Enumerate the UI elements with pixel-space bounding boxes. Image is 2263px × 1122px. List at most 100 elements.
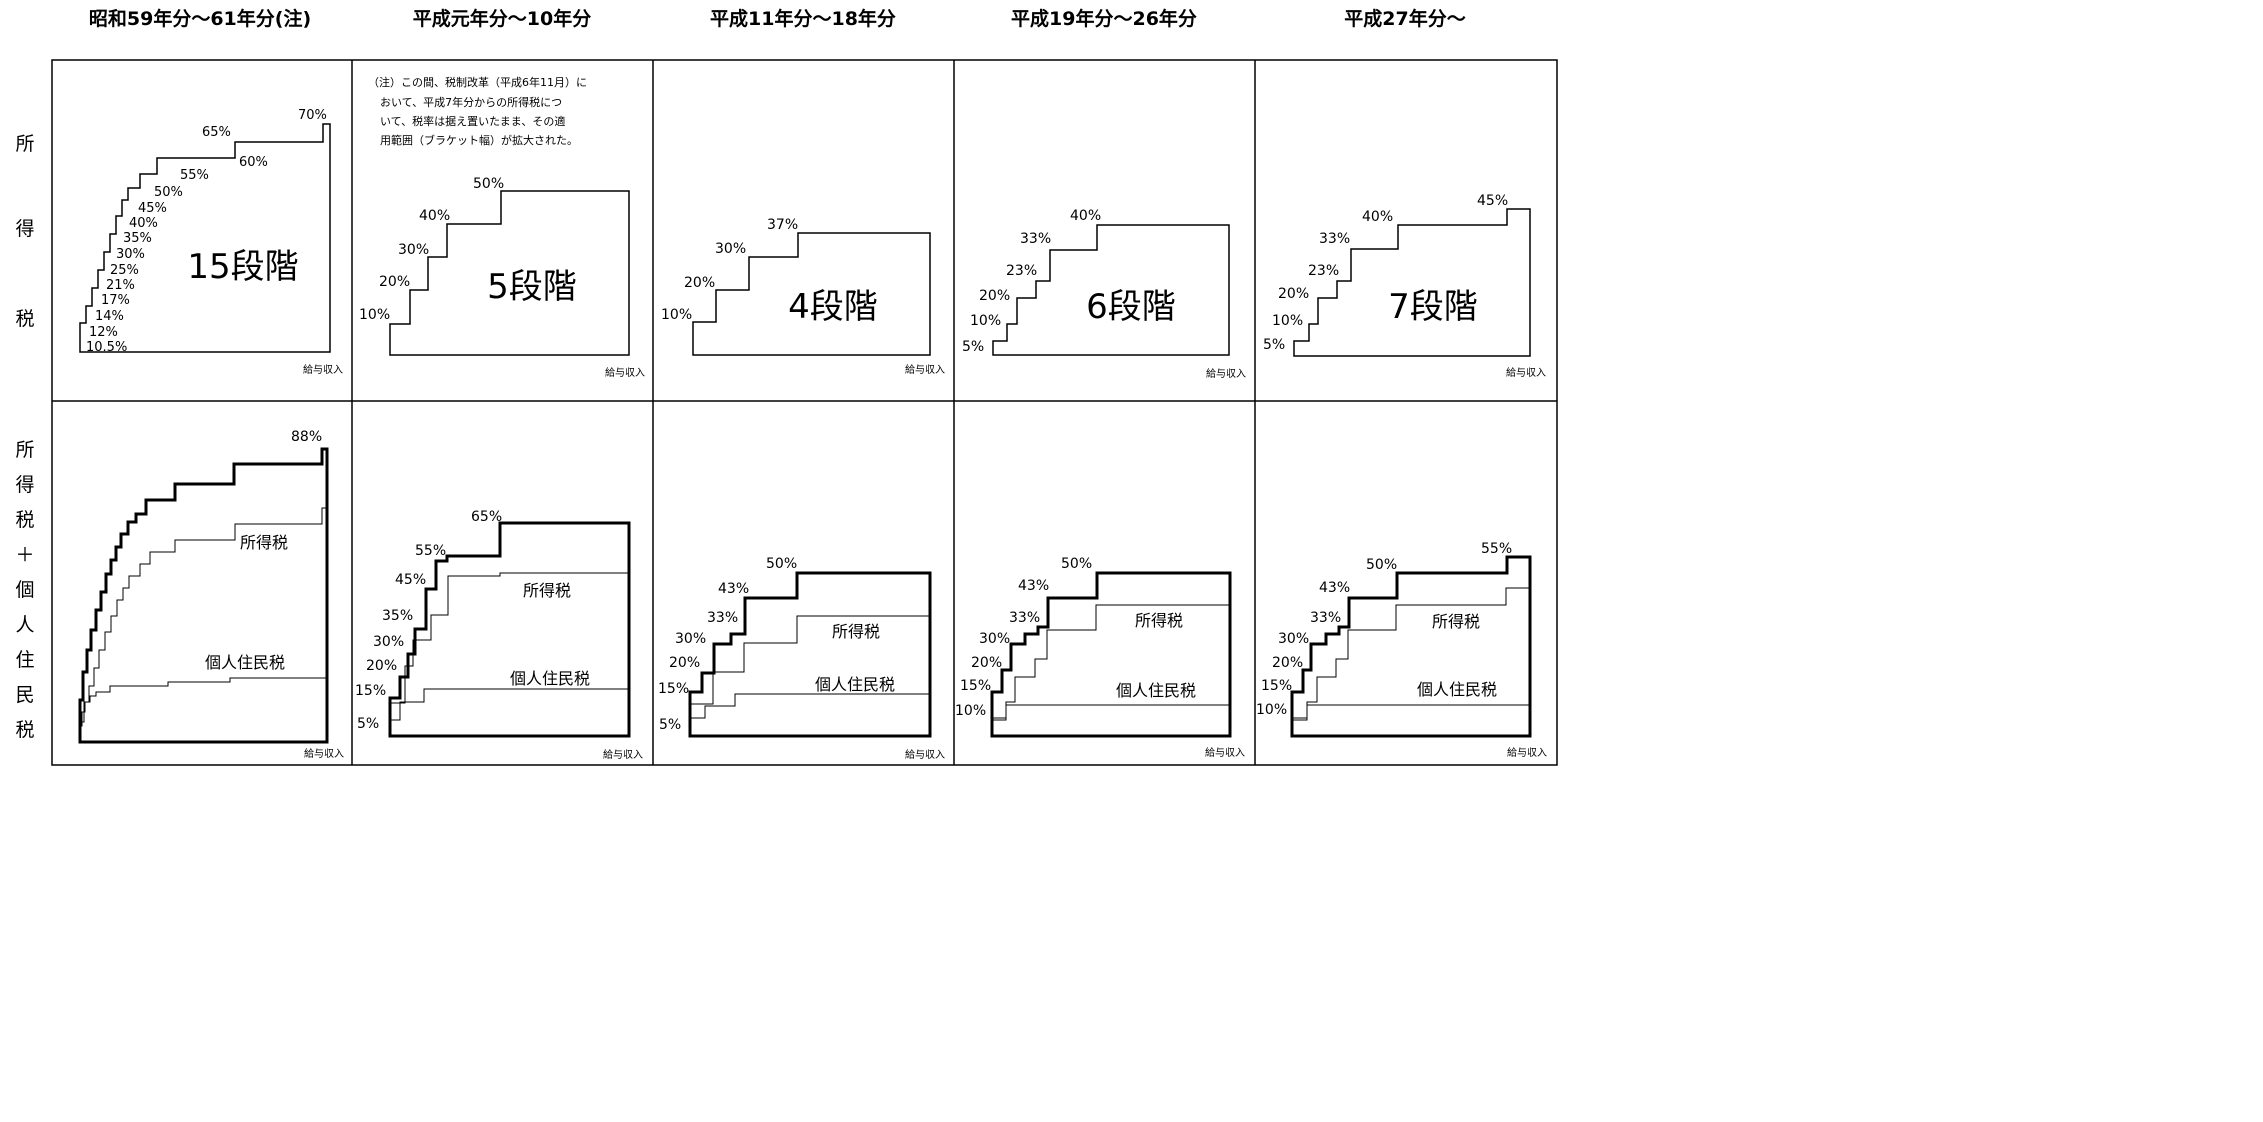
combined-step-line — [388, 521, 631, 738]
row-label-combined-char-3: 税 — [15, 509, 34, 531]
rate-label: 30% — [1278, 631, 1309, 647]
income-tax-step-line — [79, 507, 328, 742]
rate-label: 30% — [979, 631, 1010, 647]
income-tax-step-line — [991, 604, 1230, 736]
rate-label: 45% — [138, 201, 167, 216]
rate-label: 20% — [366, 658, 397, 674]
column-header-2: 平成元年分～10年分 — [413, 7, 591, 30]
x-axis-label: 給与収入 — [303, 363, 343, 376]
x-axis-label: 給与収入 — [1205, 746, 1245, 759]
rate-label: 10% — [359, 307, 390, 323]
rate-label: 35% — [382, 608, 413, 624]
row-label-combined-char-1: 所 — [15, 439, 34, 461]
footnote-line: 用範囲（ブラケット幅）が拡大された。 — [380, 133, 578, 147]
tax-rate-structure-chart: 昭和59年分～61年分(注) 平成元年分～10年分 平成11年分～18年分 平成… — [15, 7, 1558, 766]
stage-count-label: 6段階 — [1086, 287, 1176, 327]
row-label-combined-char-5: 個 — [15, 579, 34, 601]
panel-combined-heisei11: 5% 15% 20% 30% 33% 43% 50% 所得税 個人住民税 給与収… — [658, 556, 945, 761]
rate-label: 21% — [106, 278, 135, 293]
x-axis-label: 給与収入 — [1507, 746, 1547, 759]
resident-tax-label: 個人住民税 — [510, 669, 590, 688]
combined-step-line — [1290, 555, 1532, 738]
top-rate-label: 88% — [291, 429, 322, 445]
resident-tax-step-line — [1292, 704, 1530, 721]
row-label-income-char-3: 税 — [15, 308, 34, 330]
panel-income-showa: 10.5% 12% 14% 17% 21% 25% 30% 35% 40% 45… — [79, 108, 343, 376]
panel-combined-heisei27: 10% 15% 20% 30% 33% 43% 50% 55% 所得税 個人住民… — [1256, 541, 1547, 759]
column-header-5: 平成27年分～ — [1344, 7, 1465, 30]
panel-income-heisei19: 5% 10% 20% 23% 33% 40% 6段階 給与収入 — [962, 208, 1246, 380]
rate-label: 70% — [298, 108, 327, 123]
rate-label: 50% — [154, 185, 183, 200]
x-axis-label: 給与収入 — [1206, 367, 1246, 380]
rate-label: 10% — [1256, 702, 1287, 718]
resident-tax-step-line — [389, 688, 629, 733]
income-tax-step-line — [389, 190, 630, 356]
row-label-combined-char-2: 得 — [15, 474, 34, 496]
rate-label: 15% — [1261, 678, 1292, 694]
stage-count-label: 4段階 — [788, 287, 878, 327]
x-axis-label: 給与収入 — [605, 366, 645, 379]
rate-label: 33% — [1009, 610, 1040, 626]
rate-label: 43% — [1018, 578, 1049, 594]
resident-tax-step-line — [689, 693, 930, 733]
rate-label: 35% — [123, 231, 152, 246]
rate-label: 30% — [398, 242, 429, 258]
rate-label: 30% — [715, 241, 746, 257]
rate-label: 20% — [1278, 286, 1309, 302]
rate-label: 55% — [1481, 541, 1512, 557]
rate-label: 30% — [116, 247, 145, 262]
resident-tax-label: 個人住民税 — [205, 653, 285, 672]
rate-label: 20% — [979, 288, 1010, 304]
rate-label: 45% — [1477, 193, 1508, 209]
footnote-line: おいて、平成7年分からの所得税につ — [380, 95, 562, 109]
combined-step-line — [688, 571, 932, 738]
rate-label: 5% — [1263, 337, 1285, 353]
income-tax-step-line — [1293, 208, 1531, 357]
rate-label: 50% — [766, 556, 797, 572]
stage-count-label: 5段階 — [487, 267, 577, 307]
income-tax-label: 所得税 — [240, 533, 288, 552]
panel-income-heisei11: 10% 20% 30% 37% 4段階 給与収入 — [661, 217, 945, 376]
income-tax-label: 所得税 — [1432, 612, 1480, 631]
rate-label: 10.5% — [86, 340, 127, 355]
column-header-4: 平成19年分～26年分 — [1011, 7, 1197, 30]
footnote: （注）この間、税制改革（平成6年11月）に おいて、平成7年分からの所得税につ … — [368, 75, 587, 147]
rate-label: 15% — [658, 681, 689, 697]
rate-label: 40% — [1070, 208, 1101, 224]
stage-count-label: 15段階 — [187, 247, 298, 287]
rate-label: 33% — [707, 610, 738, 626]
rate-label: 65% — [202, 125, 231, 140]
row-label-income-char-1: 所 — [15, 133, 34, 155]
panel-income-heisei1: 10% 20% 30% 40% 50% 5段階 給与収入 （注）この間、税制改革… — [359, 75, 645, 379]
rate-label: 20% — [1272, 655, 1303, 671]
stage-count-label: 7段階 — [1388, 287, 1478, 327]
panel-income-heisei27: 5% 10% 20% 23% 33% 40% 45% 7段階 給与収入 — [1263, 193, 1546, 379]
column-header-3: 平成11年分～18年分 — [710, 7, 896, 30]
resident-tax-label: 個人住民税 — [1116, 681, 1196, 700]
income-tax-step-line — [992, 224, 1230, 356]
rate-label: 50% — [1061, 556, 1092, 572]
panel-combined-heisei1: 5% 15% 20% 30% 35% 45% 55% 65% 所得税 個人住民税… — [355, 509, 643, 761]
rate-label: 40% — [1362, 209, 1393, 225]
rate-label: 33% — [1020, 231, 1051, 247]
rate-label: 40% — [419, 208, 450, 224]
income-tax-step-line — [1291, 587, 1530, 736]
x-axis-label: 給与収入 — [905, 748, 945, 761]
rate-label: 50% — [473, 176, 504, 192]
rate-label: 43% — [1319, 580, 1350, 596]
rate-label: 20% — [684, 275, 715, 291]
resident-tax-label: 個人住民税 — [1417, 680, 1497, 699]
row-label-combined-char-6: 人 — [15, 614, 34, 636]
resident-tax-label: 個人住民税 — [815, 675, 895, 694]
rate-label: 20% — [971, 655, 1002, 671]
x-axis-label: 給与収入 — [905, 363, 945, 376]
row-label-income-char-2: 得 — [15, 218, 34, 240]
rate-label: 30% — [373, 634, 404, 650]
rate-label: 5% — [962, 339, 984, 355]
rate-label: 55% — [180, 168, 209, 183]
rate-label: 60% — [239, 155, 268, 170]
rate-label: 15% — [355, 683, 386, 699]
rate-label: 5% — [659, 717, 681, 733]
rate-label: 65% — [471, 509, 502, 525]
